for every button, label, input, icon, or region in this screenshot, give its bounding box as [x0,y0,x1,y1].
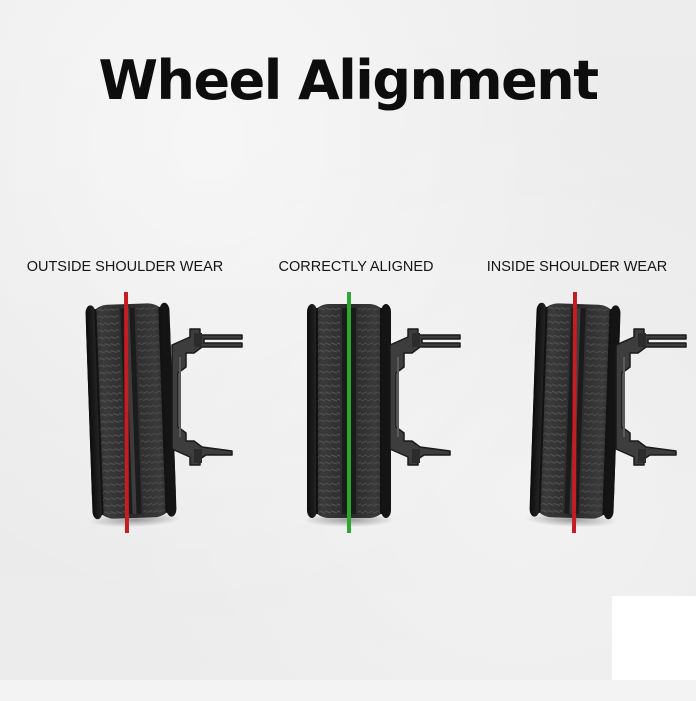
alignment-line-outside [124,291,129,534]
white-patch [612,596,696,680]
bracket-correctly-aligned [389,328,461,466]
label-outside-shoulder-wear: OUTSIDE SHOULDER WEAR [26,259,224,275]
alignment-line-inside [572,291,577,534]
label-inside-shoulder-wear: INSIDE SHOULDER WEAR [486,259,668,275]
page-title: Wheel Alignment [98,49,599,112]
label-correctly-aligned: CORRECTLY ALIGNED [278,259,434,275]
bracket-outside-wear [171,328,243,466]
tire-outside-wear [81,302,181,529]
bracket-inside-wear [615,328,687,466]
bottom-strip [0,680,696,701]
